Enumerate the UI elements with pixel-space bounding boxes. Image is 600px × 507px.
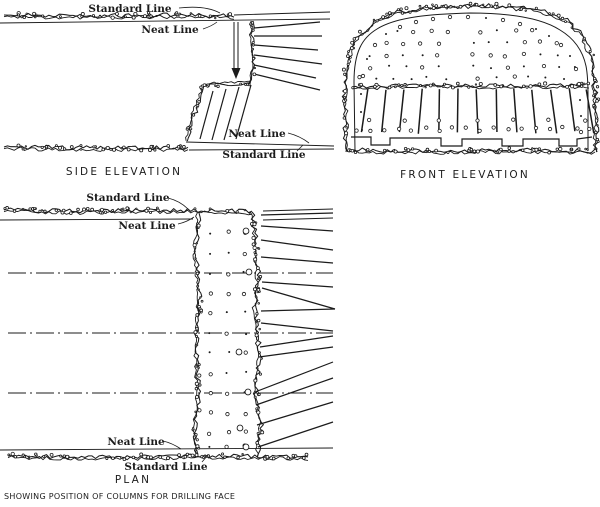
front-elevation-title: FRONT ELEVATION [400,169,530,181]
plan-bottom-standard-line-label: Standard Line [124,461,208,473]
side-top-neat-line-label: Neat Line [141,24,199,36]
side-top-standard-line-label: Standard Line [88,3,172,15]
rocky-excavation-lines [3,1,600,462]
leader-se-top-neat [202,21,218,30]
drill-hole-dots [206,14,592,451]
figure-caption: SHOWING POSITION OF COLUMNS FOR DRILLING… [4,492,235,501]
label-leaders [162,6,310,463]
side-elevation-title: SIDE ELEVATION [66,166,182,178]
leader-plan-bottom-neat [162,440,182,450]
leader-se-bottom-standard [296,144,304,152]
figure-labels: Standard Line Neat Line Neat Line Standa… [4,3,530,501]
plan-drawing [0,208,336,451]
front-elevation-drawing [351,12,595,152]
side-elevation-drawing [0,11,335,151]
leader-se-bottom-neat [287,132,310,144]
plan-bottom-neat-line-label: Neat Line [107,436,165,448]
side-bottom-standard-line-label: Standard Line [222,149,306,161]
leader-plan-top-neat [177,216,195,225]
plan-top-standard-line-label: Standard Line [86,192,170,204]
leader-plan-bottom-standard [201,454,209,463]
plan-top-neat-line-label: Neat Line [118,220,176,232]
leader-se-top-standard [178,6,221,14]
leader-plan-top-standard [167,197,189,210]
side-bottom-neat-line-label: Neat Line [228,128,286,140]
plan-title: PLAN [115,474,151,486]
